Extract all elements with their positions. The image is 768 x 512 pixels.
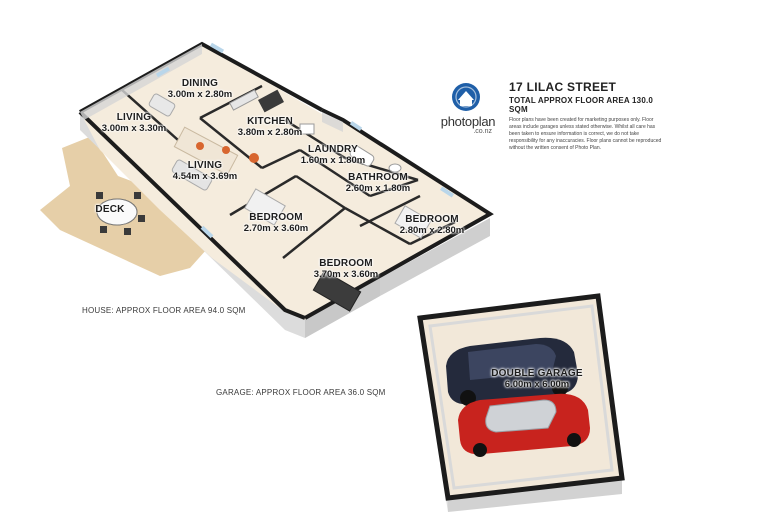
room-name: DECK — [95, 204, 125, 215]
room-dimensions: 3.00m x 2.80m — [167, 89, 233, 100]
room-dimensions: 4.54m x 3.69m — [172, 171, 238, 182]
room-label-dining: DINING 3.00m x 2.80m — [164, 78, 236, 100]
bedroom-furniture — [244, 188, 432, 312]
brand-name: photoplan — [440, 114, 496, 129]
room-label-living-main: LIVING 4.54m x 3.69m — [166, 160, 244, 182]
room-label-kitchen: KITCHEN 3.80m x 2.80m — [232, 116, 308, 138]
room-name: DOUBLE GARAGE — [491, 368, 583, 379]
deck-area — [40, 136, 215, 276]
room-name: BEDROOM — [249, 212, 303, 223]
house-pin-icon — [452, 83, 480, 111]
room-name: LIVING — [187, 160, 223, 171]
room-name: DINING — [181, 78, 219, 89]
room-label-bedroom-2: BEDROOM 2.80m x 2.80m — [392, 214, 472, 236]
room-name: LIVING — [116, 112, 152, 123]
dark-car — [446, 337, 578, 406]
property-info: 17 LILAC STREET TOTAL APPROX FLOOR AREA … — [509, 80, 669, 152]
room-dimensions: 6.00m x 6.00m — [504, 379, 570, 390]
room-label-bedroom-1: BEDROOM 2.70m x 3.60m — [236, 212, 316, 234]
room-dimensions: 3.00m x 3.30m — [101, 123, 167, 134]
room-dimensions: 2.80m x 2.80m — [399, 225, 465, 236]
property-address: 17 LILAC STREET — [509, 80, 617, 94]
bathroom-fixtures — [299, 123, 402, 173]
room-name: LAUNDRY — [308, 144, 358, 155]
windows — [155, 42, 454, 239]
disclaimer-text: Floor plans have been created for market… — [509, 117, 662, 151]
total-floor-area: TOTAL APPROX FLOOR AREA 130.0 SQM — [509, 96, 654, 114]
room-dimensions: 2.70m x 3.60m — [243, 223, 309, 234]
room-label-bedroom-3: BEDROOM 3.70m x 3.60m — [306, 258, 386, 280]
brand-logo: photoplan .co.nz — [436, 80, 500, 136]
house-slab — [80, 112, 490, 338]
room-label-garage: DOUBLE GARAGE 6.00m x 6.00m — [482, 368, 592, 390]
wall-side-shading — [80, 44, 343, 132]
room-dimensions: 2.60m x 1.80m — [345, 183, 411, 194]
room-label-laundry: LAUNDRY 1.60m x 1.80m — [296, 144, 370, 166]
garage-area-label: GARAGE: APPROX FLOOR AREA 36.0 SQM — [216, 388, 386, 397]
room-label-deck: DECK — [88, 204, 132, 215]
red-car — [458, 393, 590, 457]
living-furniture — [148, 93, 259, 191]
outdoor-table — [96, 192, 145, 235]
room-label-living-small: LIVING 3.00m x 3.30m — [96, 112, 172, 134]
room-dimensions: 3.70m x 3.60m — [313, 269, 379, 280]
room-name: BATHROOM — [348, 172, 408, 183]
room-name: BEDROOM — [405, 214, 459, 225]
house-area-label: HOUSE: APPROX FLOOR AREA 94.0 SQM — [82, 306, 246, 315]
interior-walls — [121, 84, 456, 259]
room-name: KITCHEN — [247, 116, 293, 127]
room-name: BEDROOM — [319, 258, 373, 269]
room-label-bathroom: BATHROOM 2.60m x 1.80m — [338, 172, 418, 194]
room-dimensions: 1.60m x 1.80m — [300, 155, 366, 166]
kitchen-fixtures — [229, 89, 284, 113]
brand-domain: .co.nz — [473, 128, 492, 135]
room-dimensions: 3.80m x 2.80m — [237, 127, 303, 138]
